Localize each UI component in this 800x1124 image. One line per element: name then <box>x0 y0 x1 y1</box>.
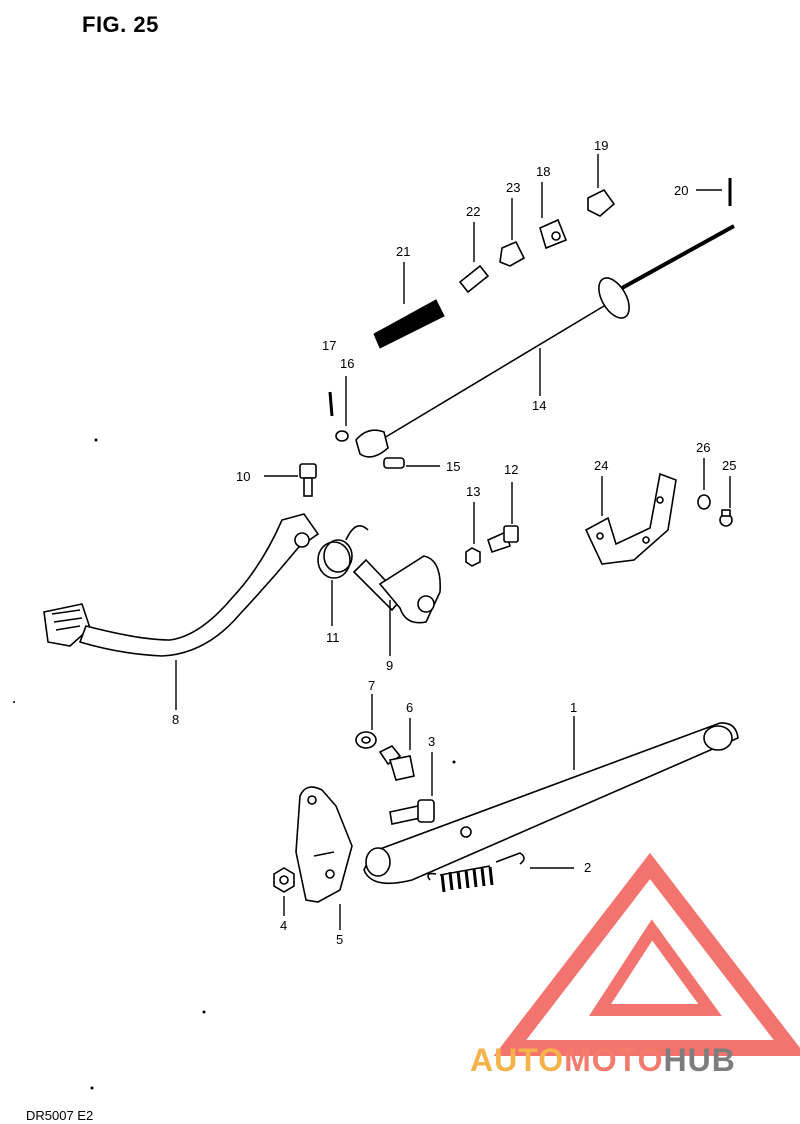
callout-5: 5 <box>336 932 343 947</box>
callout-25: 25 <box>722 458 736 473</box>
part-7-washer <box>355 731 377 749</box>
part-26-washer <box>697 494 711 510</box>
part-9-shaft <box>352 555 441 624</box>
callout-1: 1 <box>570 700 577 715</box>
callout-26: 26 <box>696 440 710 455</box>
part-14-brake-rod <box>355 224 735 458</box>
part-3-bolt <box>389 799 435 825</box>
part-23-nut <box>499 240 526 267</box>
callout-7: 7 <box>368 678 375 693</box>
part-16-washer <box>335 430 349 442</box>
callout-19: 19 <box>594 138 608 153</box>
callout-17: 17 <box>322 338 336 353</box>
callout-labels: 1 2 3 4 5 6 7 8 9 10 11 12 13 14 15 16 1… <box>172 138 736 947</box>
part-15-pin <box>383 457 405 469</box>
callout-13: 13 <box>466 484 480 499</box>
part-22-sleeve <box>458 264 490 294</box>
part-5-bracket <box>295 786 353 903</box>
watermark-moto: MOTO <box>564 1042 664 1078</box>
callout-20: 20 <box>674 183 688 198</box>
part-6-bolt <box>378 744 415 781</box>
callout-24: 24 <box>594 458 608 473</box>
figure-title: FIG. 25 <box>82 12 159 37</box>
callout-4: 4 <box>280 918 287 933</box>
callout-11: 11 <box>326 630 340 645</box>
callout-18: 18 <box>536 164 550 179</box>
part-8-brake-pedal <box>43 513 320 657</box>
part-17-cotter-pin <box>328 391 334 417</box>
part-13-nut <box>465 547 481 567</box>
watermark-logo-icon <box>493 852 800 1056</box>
callout-10: 10 <box>236 469 250 484</box>
part-11-return-spring <box>317 524 369 579</box>
callout-6: 6 <box>406 700 413 715</box>
watermark-hub: HUB <box>663 1042 736 1078</box>
watermark-text: AUTOMOTOHUB <box>470 1042 736 1079</box>
callout-9: 9 <box>386 658 393 673</box>
figure-code: DR5007 E2 <box>26 1108 94 1123</box>
part-4-nut <box>273 867 295 893</box>
callout-16: 16 <box>340 356 354 371</box>
part-10-bolt <box>299 463 317 497</box>
callout-21: 21 <box>396 244 410 259</box>
part-24-bracket <box>584 472 677 565</box>
callout-14: 14 <box>532 398 546 413</box>
callout-22: 22 <box>466 204 480 219</box>
scan-specks <box>13 438 456 1090</box>
part-1-side-stand <box>363 722 739 885</box>
callout-15: 15 <box>446 459 460 474</box>
callout-2: 2 <box>584 860 591 875</box>
callout-23: 23 <box>506 180 520 195</box>
part-12-bolt <box>487 525 519 554</box>
leader-lines <box>175 154 731 930</box>
callout-12: 12 <box>504 462 518 477</box>
part-18-joint <box>539 218 568 250</box>
callout-8: 8 <box>172 712 179 727</box>
part-21-spring <box>373 299 445 349</box>
watermark-auto: AUTO <box>470 1042 565 1078</box>
part-25-bolt <box>719 509 733 527</box>
callout-3: 3 <box>428 734 435 749</box>
part-2-spring <box>427 852 525 893</box>
part-19-nut <box>587 188 616 217</box>
